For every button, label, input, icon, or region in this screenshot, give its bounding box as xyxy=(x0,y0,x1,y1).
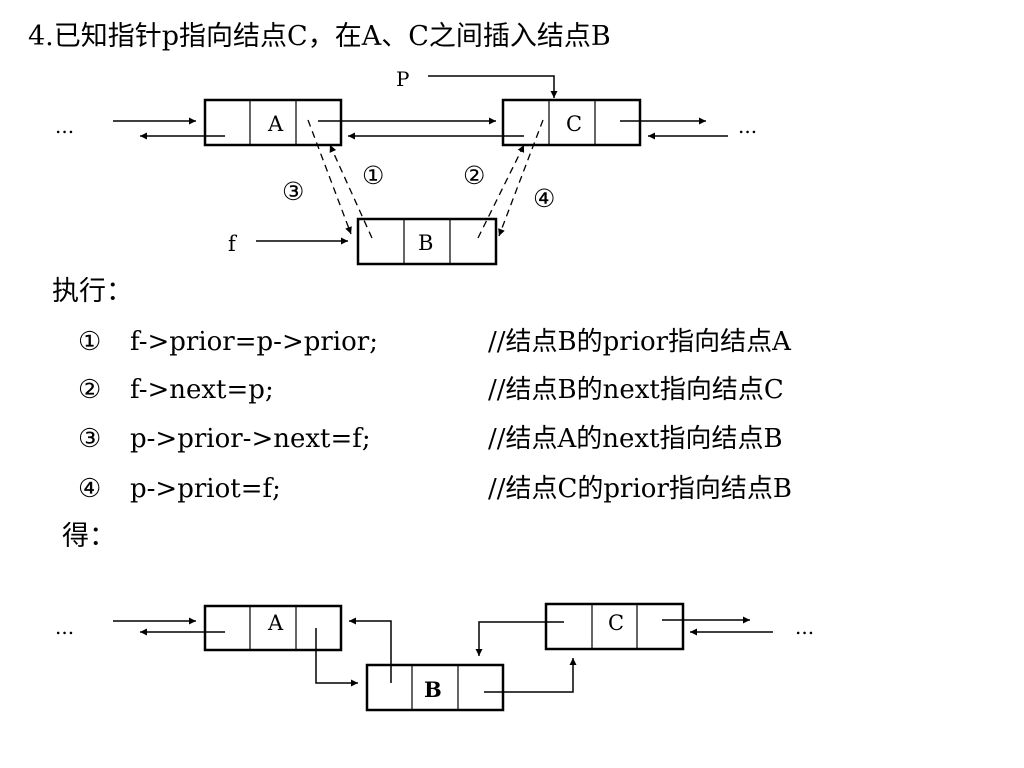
pointer-p-arrow xyxy=(428,75,558,98)
top-node-c-label: C xyxy=(566,112,582,136)
exec-label: 执行： xyxy=(52,276,133,307)
marker-4: ④ xyxy=(533,184,555,213)
marker-2: ② xyxy=(463,161,485,190)
marker-3: ③ xyxy=(282,177,304,206)
step-code: f->next=p; xyxy=(130,375,274,405)
top-right-ellipsis: ... xyxy=(738,114,757,138)
top-node-b: B xyxy=(356,217,498,266)
dashed-link-1 xyxy=(329,144,373,239)
step-comment: //结点B的prior指向结点A xyxy=(488,327,791,357)
top-diagram: ... ... A C B P xyxy=(55,67,757,266)
bottom-left-ellipsis: ... xyxy=(55,615,74,639)
dashed-link-2 xyxy=(477,144,525,239)
result-label: 得： xyxy=(62,521,116,552)
step-comment: //结点C的prior指向结点B xyxy=(488,474,792,504)
dashed-link-4 xyxy=(498,119,544,237)
bottom-diagram: ... ... A C B xyxy=(55,602,814,712)
step-number: ② xyxy=(78,375,102,405)
top-node-a-label: A xyxy=(267,112,284,136)
dashed-link-3 xyxy=(307,119,352,235)
step-comment: //结点B的next指向结点C xyxy=(488,375,784,405)
bottom-node-b-label: B xyxy=(424,677,442,702)
step-code: p->priot=f; xyxy=(130,474,281,504)
step-number: ④ xyxy=(78,474,102,504)
step-comment: //结点A的next指向结点B xyxy=(488,424,783,454)
bottom-arrow-a-next-b xyxy=(315,628,358,687)
bottom-node-a-label: A xyxy=(267,611,284,635)
pointer-p-label: P xyxy=(396,67,409,91)
step-number: ③ xyxy=(78,424,102,454)
bottom-node-b: B xyxy=(365,663,505,712)
top-node-b-label: B xyxy=(418,231,433,255)
step-number: ① xyxy=(78,327,102,357)
step-code: f->prior=p->prior; xyxy=(130,327,378,357)
step-code: p->prior->next=f; xyxy=(130,424,371,454)
top-node-c: C xyxy=(501,98,642,147)
bottom-node-c: C xyxy=(544,602,685,651)
bottom-node-c-label: C xyxy=(608,611,624,635)
bottom-arrow-b-next-c xyxy=(484,658,577,693)
bottom-arrow-c-prior-b xyxy=(475,621,564,656)
pointer-f-label: f xyxy=(228,232,238,256)
bottom-arrow-b-prior-a xyxy=(349,617,392,683)
marker-1: ① xyxy=(362,161,384,190)
bottom-node-a: A xyxy=(203,604,343,652)
title: 4.已知指针p指向结点C，在A、C之间插入结点B xyxy=(28,21,611,52)
top-left-ellipsis: ... xyxy=(55,114,74,138)
bottom-right-ellipsis: ... xyxy=(795,615,814,639)
top-node-a: A xyxy=(203,98,343,147)
